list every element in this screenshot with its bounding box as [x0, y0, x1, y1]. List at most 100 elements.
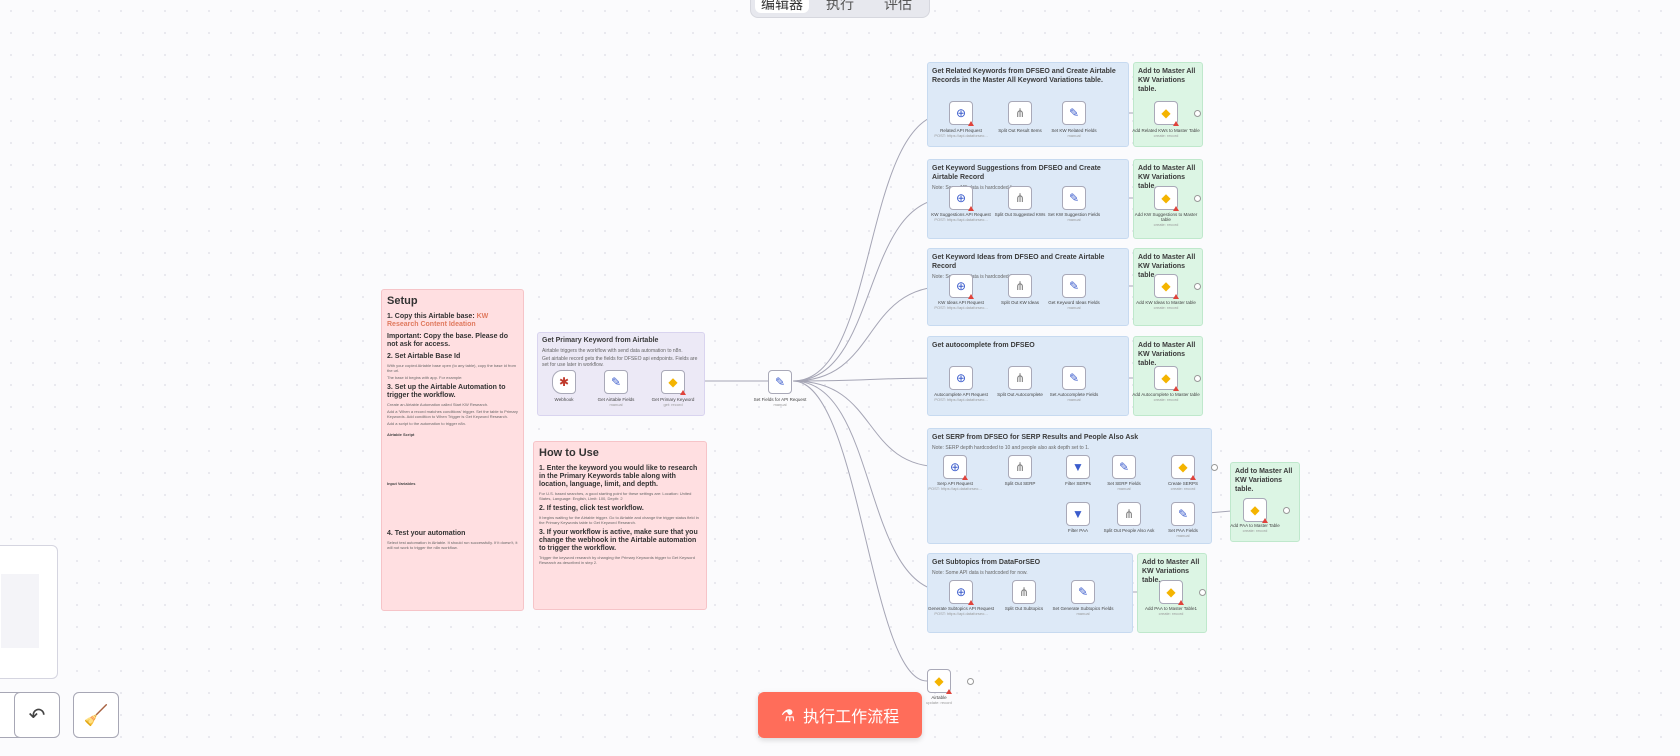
airtable-update-node[interactable]: ◆: [927, 669, 952, 694]
master-table-group-3[interactable]: Add to Master All KW Variations table.: [1133, 336, 1203, 416]
undo-icon: ↶: [28, 704, 46, 727]
output-endpoint[interactable]: [1194, 283, 1201, 290]
webhook-icon: ✱: [558, 375, 570, 389]
pencil-icon: ✎: [610, 375, 622, 389]
set-serp-fields-node[interactable]: ✎: [1112, 455, 1136, 479]
split-icon: ⋔: [1123, 507, 1135, 521]
split-out-serp-node[interactable]: ⋔: [1008, 455, 1032, 479]
pencil-icon: ✎: [1118, 460, 1130, 474]
split-icon: ⋔: [1014, 460, 1026, 474]
output-endpoint[interactable]: [1194, 195, 1201, 202]
split-icon: ⋔: [1014, 106, 1026, 120]
set-autocomplete-fields-node[interactable]: ✎: [1062, 366, 1086, 390]
setup-sticky-note[interactable]: Setup 1. Copy this Airtable base: KW Res…: [381, 289, 524, 611]
set-kw-suggestion-fields-node[interactable]: ✎: [1062, 186, 1086, 210]
side-panel: [0, 545, 58, 679]
airtable-icon: ◆: [1178, 460, 1188, 474]
execute-workflow-label: 执行工作流程: [803, 707, 900, 726]
split-icon: ⋔: [1014, 279, 1026, 293]
setup-step-3: 3. Set up the Airtable Automation to tri…: [387, 384, 506, 399]
pencil-icon: ✎: [1177, 507, 1189, 521]
globe-icon: ⊕: [955, 279, 967, 293]
split-icon: ⋔: [1014, 191, 1026, 205]
setup-title: Setup: [387, 295, 418, 307]
add-kw-suggestions-node[interactable]: ◆: [1154, 186, 1179, 211]
output-endpoint[interactable]: [1283, 507, 1290, 514]
setup-step-4: 4. Test your automation: [387, 530, 466, 537]
split-icon: ⋔: [1014, 371, 1026, 385]
tab-editor[interactable]: 编辑器: [755, 0, 809, 13]
pencil-icon: ✎: [1068, 191, 1080, 205]
view-tabs: 编辑器 执行 评估: [750, 0, 930, 18]
globe-icon: ⊕: [955, 585, 967, 599]
add-autocomplete-node[interactable]: ◆: [1154, 366, 1179, 391]
split-out-subtopics-node[interactable]: ⋔: [1012, 580, 1036, 604]
output-endpoint[interactable]: [1194, 110, 1201, 117]
output-endpoint[interactable]: [967, 678, 974, 685]
undo-button[interactable]: ↶: [14, 692, 60, 738]
set-paa-fields-node[interactable]: ✎: [1171, 502, 1195, 526]
add-paa-to-master-table1-node[interactable]: ◆: [1159, 580, 1184, 605]
create-serps-node[interactable]: ◆: [1171, 455, 1196, 480]
related-api-request-node[interactable]: ⊕: [949, 101, 974, 126]
split-out-result-items-node[interactable]: ⋔: [1008, 101, 1032, 125]
airtable-icon: ◆: [1161, 279, 1171, 293]
pencil-icon: ✎: [1077, 585, 1089, 599]
filter-icon: ▼: [1072, 507, 1084, 521]
kw-research-link[interactable]: KW Research Content Ideation: [387, 313, 489, 328]
airtable-icon: ◆: [1161, 371, 1171, 385]
airtable-icon: ◆: [668, 375, 678, 389]
output-endpoint[interactable]: [1211, 464, 1218, 471]
warning-icon: [680, 390, 686, 395]
pencil-icon: ✎: [774, 375, 786, 389]
setup-step-2: 2. Set Airtable Base Id: [387, 353, 461, 360]
set-kw-related-fields-node[interactable]: ✎: [1062, 101, 1086, 125]
split-out-paa-node[interactable]: ⋔: [1117, 502, 1141, 526]
flask-icon: ⚗: [780, 705, 796, 725]
broom-icon: 🧹: [83, 704, 109, 727]
tab-executions[interactable]: 执行: [826, 0, 854, 12]
set-generate-subtopics-fields-node[interactable]: ✎: [1071, 580, 1095, 604]
add-paa-node[interactable]: ◆: [1243, 498, 1268, 523]
pencil-icon: ✎: [1068, 106, 1080, 120]
split-icon: ⋔: [1018, 585, 1030, 599]
pencil-icon: ✎: [1068, 371, 1080, 385]
kw-suggestions-api-request-node[interactable]: ⊕: [949, 186, 974, 211]
filter-serps-node[interactable]: ▼: [1066, 455, 1090, 479]
globe-icon: ⊕: [955, 191, 967, 205]
set-fields-for-api-request-node[interactable]: ✎: [768, 370, 792, 394]
tidy-up-button[interactable]: 🧹: [73, 692, 119, 738]
globe-icon: ⊕: [949, 460, 961, 474]
globe-icon: ⊕: [955, 106, 967, 120]
airtable-icon: ◆: [934, 674, 944, 688]
master-table-group-2[interactable]: Add to Master All KW Variations table.: [1133, 248, 1203, 326]
get-primary-keyword-node[interactable]: ◆: [661, 370, 686, 395]
generate-subtopics-api-request-node[interactable]: ⊕: [949, 580, 974, 605]
airtable-icon: ◆: [1161, 106, 1171, 120]
add-related-kws-node[interactable]: ◆: [1154, 101, 1179, 126]
globe-icon: ⊕: [955, 371, 967, 385]
add-kw-ideas-node[interactable]: ◆: [1154, 274, 1179, 299]
airtable-icon: ◆: [1166, 585, 1176, 599]
howto-title: How to Use: [539, 447, 599, 459]
tab-evaluations[interactable]: 评估: [884, 0, 912, 12]
get-keyword-ideas-fields-node[interactable]: ✎: [1062, 274, 1086, 298]
execute-workflow-button[interactable]: ⚗ 执行工作流程: [758, 692, 922, 738]
split-out-kw-ideas-node[interactable]: ⋔: [1008, 274, 1032, 298]
setup-step-1: 1. Copy this Airtable base: KW Research …: [387, 313, 489, 328]
kw-ideas-api-request-node[interactable]: ⊕: [949, 274, 974, 299]
output-endpoint[interactable]: [1199, 589, 1206, 596]
split-out-autocomplete-node[interactable]: ⋔: [1008, 366, 1032, 390]
split-out-suggested-kws-node[interactable]: ⋔: [1008, 186, 1032, 210]
filter-paa-node[interactable]: ▼: [1066, 502, 1090, 526]
autocomplete-api-request-node[interactable]: ⊕: [949, 366, 973, 390]
output-endpoint[interactable]: [1194, 375, 1201, 382]
get-airtable-fields-node[interactable]: ✎: [604, 370, 628, 394]
airtable-icon: ◆: [1161, 191, 1171, 205]
how-to-use-sticky-note[interactable]: How to Use 1. Enter the keyword you woul…: [533, 441, 707, 610]
pencil-icon: ✎: [1068, 279, 1080, 293]
serp-api-request-node[interactable]: ⊕: [943, 455, 968, 480]
webhook-node[interactable]: ✱: [552, 370, 576, 394]
